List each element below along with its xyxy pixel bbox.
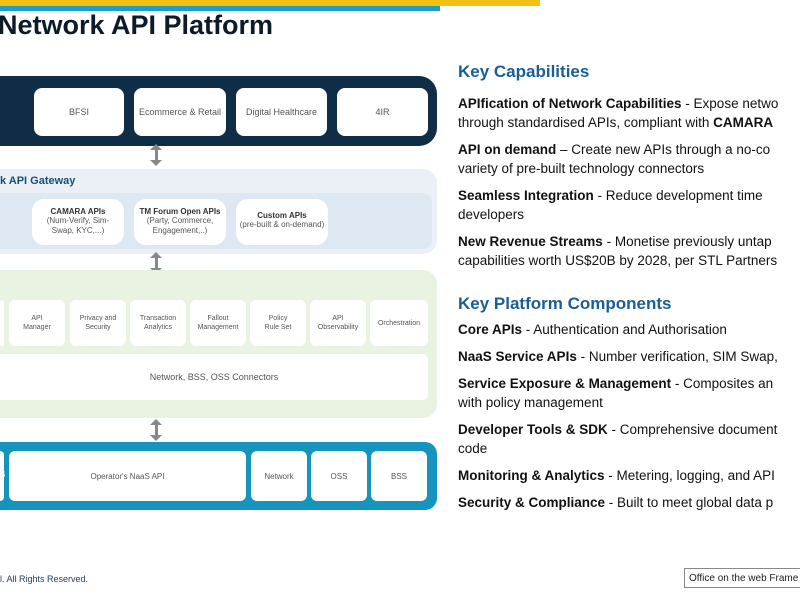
slide-title: Network API Platform bbox=[0, 10, 274, 40]
service-box-partial bbox=[0, 300, 4, 346]
component-item: Security & Compliance - Built to meet gl… bbox=[458, 493, 800, 512]
item-text: variety of pre-built technology connecto… bbox=[458, 161, 705, 176]
vertical-ecommerce-retail: Ecommerce & Retail bbox=[134, 88, 226, 136]
card-subtitle: (Num-Verify, Sim- Swap, KYC,...) bbox=[46, 216, 110, 235]
item-bold: Monitoring & Analytics bbox=[458, 468, 605, 483]
double-vertical-arrow-icon bbox=[150, 144, 162, 166]
item-bold: CAMARA bbox=[713, 115, 774, 130]
capability-item: Seamless Integration - Reduce developmen… bbox=[458, 186, 800, 224]
item-text: - Reduce development time bbox=[593, 188, 763, 203]
copyright-footer: l. All Rights Reserved. bbox=[0, 574, 89, 584]
vertical-bfsi: BFSI bbox=[34, 88, 124, 136]
connectors-bar: Network, BSS, OSS Connectors bbox=[0, 354, 428, 400]
industry-verticals-band: BFSI Ecommerce & Retail Digital Healthca… bbox=[0, 76, 437, 146]
item-text: - Composites an bbox=[671, 376, 774, 391]
item-bold: Security & Compliance bbox=[458, 495, 606, 510]
capability-item: API on demand – Create new APIs through … bbox=[458, 140, 800, 178]
item-text: through standardised APIs, compliant wit… bbox=[458, 115, 714, 130]
item-text: - Metering, logging, and API bbox=[604, 468, 775, 483]
api-gateway-layer: k API Gateway CAMARA APIs (Num-Verify, S… bbox=[0, 169, 437, 254]
gateway-label: k API Gateway bbox=[0, 175, 76, 187]
key-platform-components-heading: Key Platform Components bbox=[458, 294, 672, 313]
item-text: - Comprehensive document bbox=[607, 422, 778, 437]
component-item: Developer Tools & SDK - Comprehensive do… bbox=[458, 420, 800, 458]
partial-box bbox=[0, 451, 4, 501]
item-bold: Seamless Integration bbox=[458, 188, 594, 203]
office-frame-status[interactable]: Office on the web Frame bbox=[684, 568, 800, 588]
item-bold: NaaS Service APIs bbox=[458, 349, 577, 364]
service-policy-rule-set: Policy Rule Set bbox=[250, 300, 306, 346]
item-text: – Create new APIs through a no-co bbox=[556, 142, 771, 157]
item-text: - Built to meet global data p bbox=[605, 495, 774, 510]
component-item: Monitoring & Analytics - Metering, loggi… bbox=[458, 466, 800, 485]
service-privacy-security: Privacy and Security bbox=[70, 300, 126, 346]
top-accent-bar-yellow bbox=[0, 0, 540, 6]
service-orchestration: Orchestration bbox=[370, 300, 428, 346]
item-text: with policy management bbox=[458, 395, 603, 410]
key-capabilities-heading: Key Capabilities bbox=[458, 62, 590, 81]
item-bold: APIfication of Network Capabilities bbox=[458, 96, 682, 111]
card-subtitle: (Party, Commerce, Engagement,..) bbox=[146, 216, 214, 235]
camara-apis-card: CAMARA APIs (Num-Verify, Sim- Swap, KYC,… bbox=[32, 199, 124, 245]
network-box: Network bbox=[251, 451, 307, 501]
item-text: - Number verification, SIM Swap, bbox=[576, 349, 778, 364]
top-accent-bar-teal bbox=[0, 6, 440, 11]
card-title: TM Forum Open APIs bbox=[139, 207, 221, 216]
capability-item: APIfication of Network Capabilities - Ex… bbox=[458, 94, 800, 132]
partial-label: S bbox=[0, 470, 6, 479]
item-text: - Expose netwo bbox=[681, 96, 779, 111]
service-api-observability: API Observability bbox=[310, 300, 366, 346]
oss-box: OSS bbox=[311, 451, 367, 501]
item-text: code bbox=[458, 441, 488, 456]
custom-apis-card: Custom APIs (pre-built & on-demand) bbox=[236, 199, 328, 245]
gateway-inner-panel: CAMARA APIs (Num-Verify, Sim- Swap, KYC,… bbox=[0, 193, 432, 249]
item-text: - Authentication and Authorisation bbox=[522, 322, 727, 337]
service-api-manager: API Manager bbox=[9, 300, 65, 346]
item-bold: API on demand bbox=[458, 142, 557, 157]
bss-box: BSS bbox=[371, 451, 427, 501]
item-bold: New Revenue Streams bbox=[458, 234, 603, 249]
service-transaction-analytics: Transaction Analytics bbox=[130, 300, 186, 346]
operator-naas-api: Operator's NaaS API bbox=[9, 451, 246, 501]
text-panel: Key Capabilities APIfication of Network … bbox=[458, 62, 800, 512]
capability-item: New Revenue Streams - Monetise previousl… bbox=[458, 232, 800, 270]
card-title: CAMARA APIs bbox=[50, 207, 106, 216]
double-vertical-arrow-icon bbox=[150, 419, 162, 441]
tmf-open-apis-card: TM Forum Open APIs (Party, Commerce, Eng… bbox=[134, 199, 226, 245]
item-text: developers bbox=[458, 207, 525, 222]
architecture-diagram: BFSI Ecommerce & Retail Digital Healthca… bbox=[0, 72, 440, 522]
item-text: capabilities worth US$20B by 2028, per S… bbox=[458, 253, 778, 268]
service-fallout-management: Fallout Management bbox=[190, 300, 246, 346]
vertical-digital-healthcare: Digital Healthcare bbox=[236, 88, 327, 136]
item-bold: Core APIs bbox=[458, 322, 523, 337]
item-text: - Monetise previously untap bbox=[602, 234, 772, 249]
card-subtitle: (pre-built & on-demand) bbox=[239, 220, 325, 229]
component-item: Service Exposure & Management - Composit… bbox=[458, 374, 800, 412]
component-item: NaaS Service APIs - Number verification,… bbox=[458, 347, 800, 366]
vertical-4ir: 4IR bbox=[337, 88, 428, 136]
network-layer-band: S Operator's NaaS API Network OSS BSS bbox=[0, 442, 437, 510]
component-item: Core APIs - Authentication and Authorisa… bbox=[458, 320, 800, 339]
item-bold: Service Exposure & Management bbox=[458, 376, 672, 391]
service-management-layer: API Manager Privacy and Security Transac… bbox=[0, 270, 437, 418]
card-title: Custom APIs bbox=[257, 211, 307, 220]
item-bold: Developer Tools & SDK bbox=[458, 422, 608, 437]
